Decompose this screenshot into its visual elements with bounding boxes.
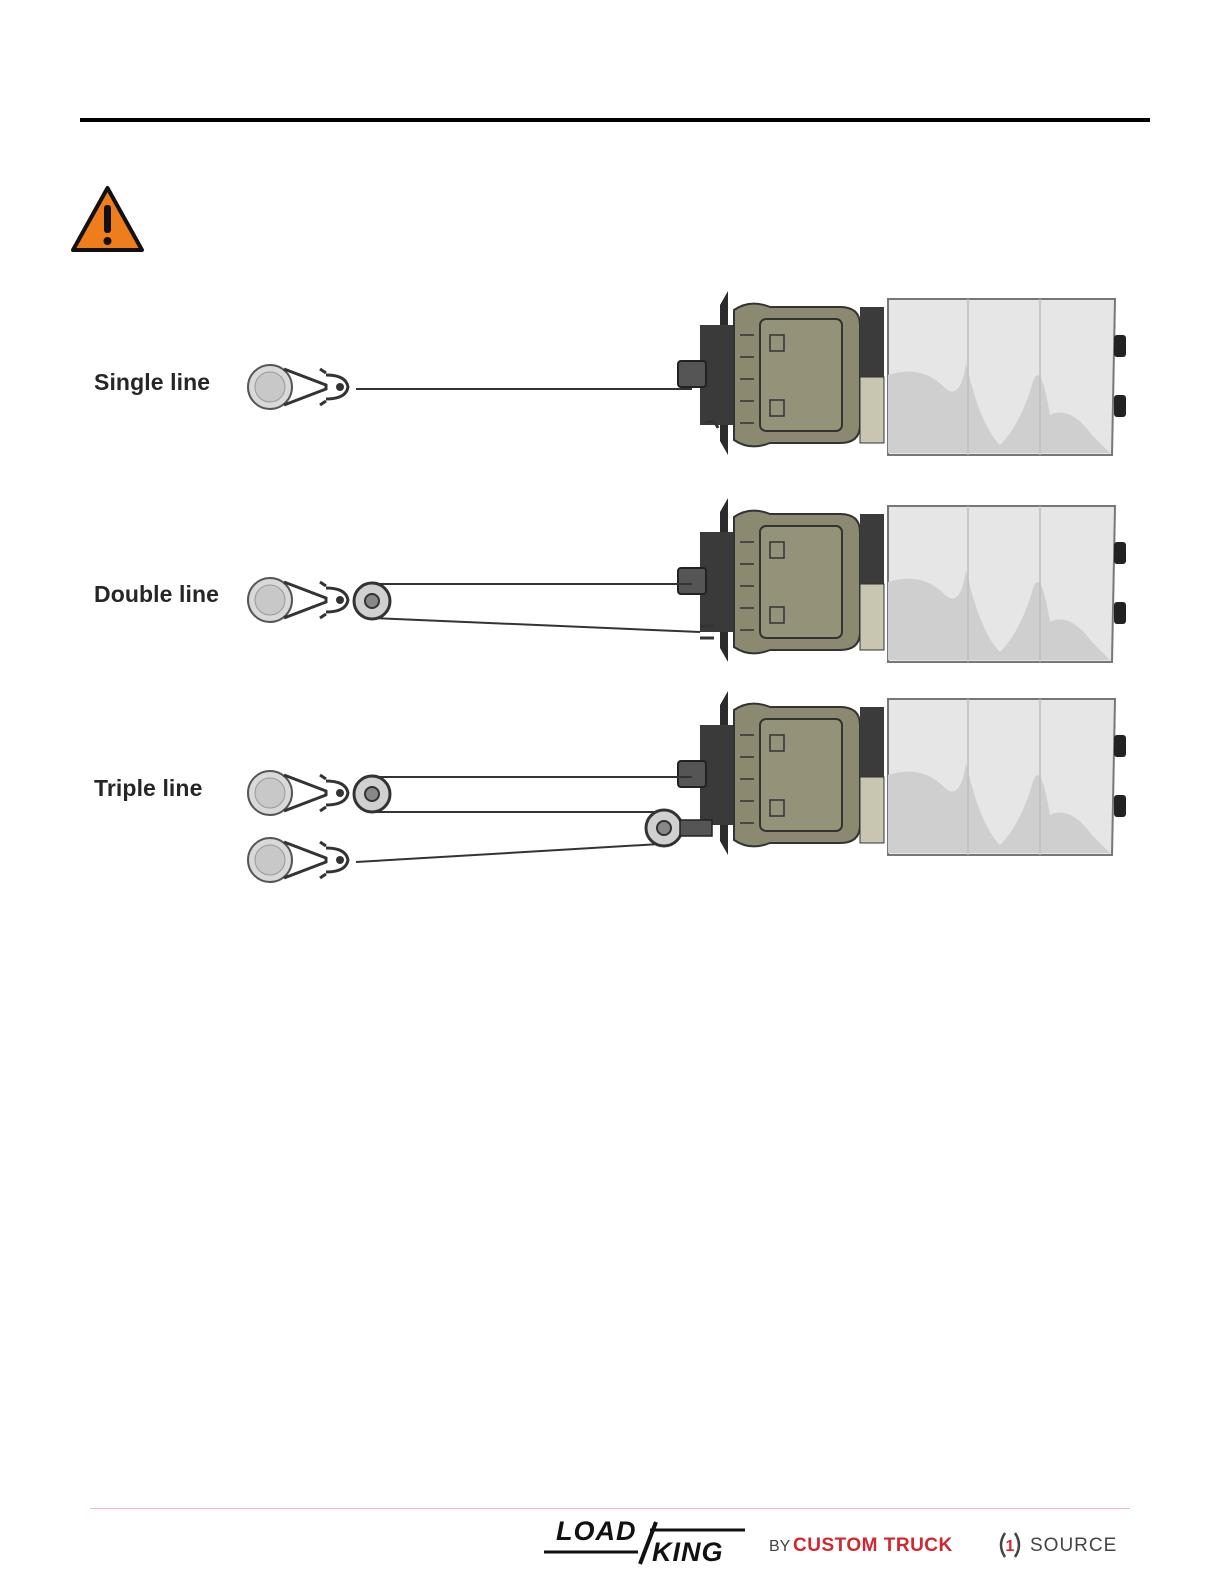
footer-source: SOURCE xyxy=(1030,1535,1117,1557)
double-line-rig xyxy=(248,498,1126,662)
triple-line-rig xyxy=(248,691,1126,882)
footer-rule xyxy=(90,1508,1130,1509)
logo-king: KING xyxy=(652,1537,724,1568)
single-line-rig xyxy=(248,291,1126,455)
one-circle-icon: 1 xyxy=(996,1530,1024,1560)
footer-one: 1 xyxy=(1006,1538,1015,1555)
footer-custom-truck: CUSTOM TRUCK xyxy=(793,1535,953,1557)
logo-load: LOAD xyxy=(556,1516,637,1547)
footer-by: BY xyxy=(769,1538,790,1556)
